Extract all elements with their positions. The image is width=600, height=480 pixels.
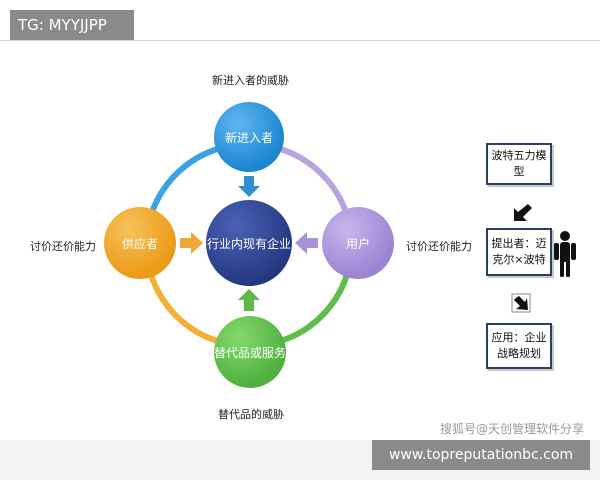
arrow-left-icon xyxy=(295,232,318,254)
arrow-up-icon xyxy=(238,289,260,311)
arrow-right-icon xyxy=(180,232,203,254)
watermark-tag-bottom: www.topreputationbc.com xyxy=(372,440,590,470)
node-industry-rivals: 行业内现有企业 xyxy=(206,200,292,286)
node-suppliers: 供应者 xyxy=(104,207,176,279)
label-buyer-bargaining-power: 讨价还价能力 xyxy=(406,240,472,253)
box-model-name: 波特五力模型 xyxy=(486,143,552,185)
diagonal-arrow-down-left-icon xyxy=(514,204,532,221)
diagonal-arrow-down-right-icon xyxy=(511,293,531,313)
box-application: 应用：企业战略规划 xyxy=(486,323,552,369)
node-buyers: 用户 xyxy=(322,207,394,279)
watermark-source: 搜狐号@天创管理软件分享 xyxy=(440,422,585,436)
label-threat-new-entrants: 新进入者的威胁 xyxy=(212,74,289,87)
node-new-entrants: 新进入者 xyxy=(214,102,284,172)
person-icon xyxy=(554,231,576,277)
box-author: 提出者：迈克尔×波特 xyxy=(486,228,552,276)
label-supplier-bargaining-power: 讨价还价能力 xyxy=(30,240,96,253)
arrow-down-icon xyxy=(238,176,260,197)
label-threat-substitutes: 替代品的威胁 xyxy=(218,408,284,421)
top-divider xyxy=(0,40,600,41)
watermark-tag-top: TG: MYYJJPP xyxy=(10,10,134,40)
node-substitutes: 替代品或服务 xyxy=(214,316,286,388)
